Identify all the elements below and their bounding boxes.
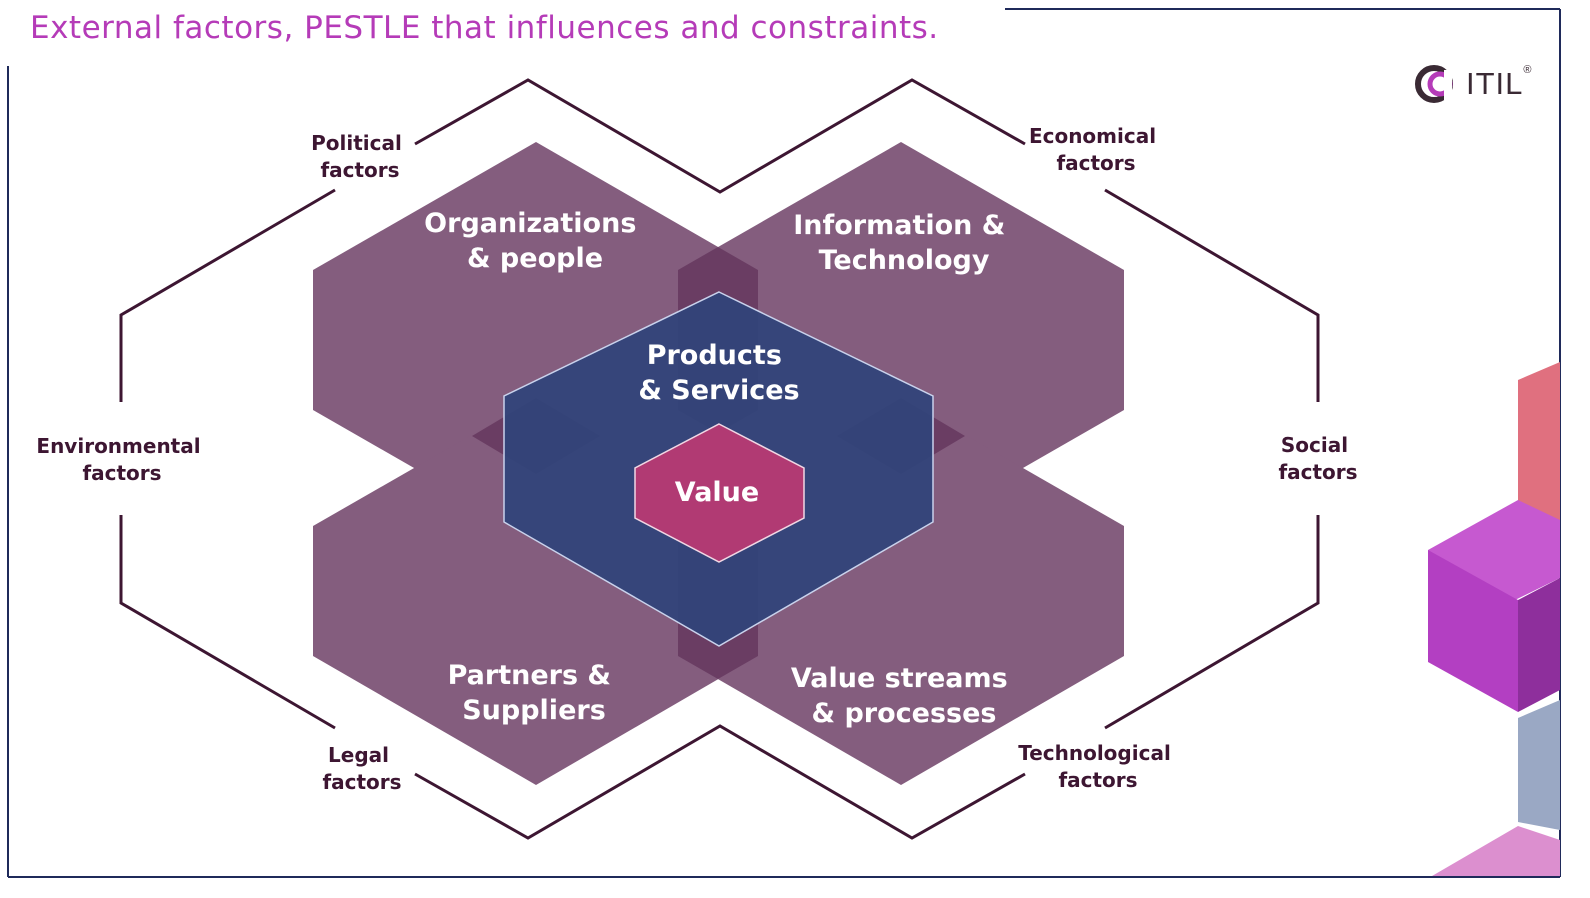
cube-right-magenta <box>1518 578 1560 712</box>
outline-upper-right <box>1104 188 1320 402</box>
environmental-factors-label: Environmental factors <box>36 434 207 485</box>
value-label: Value <box>675 477 759 508</box>
itil-wordmark: ITIL® <box>1466 64 1533 101</box>
information-technology-label: Information & Technology <box>793 210 1015 276</box>
decorative-cubes <box>1428 362 1560 876</box>
pestle-outline <box>119 78 1320 840</box>
outline-lower-right <box>1104 515 1320 730</box>
technological-factors-label: Technological factors <box>1018 741 1178 792</box>
cube-face-grey <box>1518 700 1560 830</box>
economical-factors-label: Economical factors <box>1029 124 1163 175</box>
outline-bottom <box>414 724 1026 840</box>
social-factors-label: Social factors <box>1278 433 1357 484</box>
cube-face-light-pink <box>1432 826 1560 876</box>
organizations-people-label: Organizations & people <box>424 208 646 274</box>
factor-labels: Political factors Economical factors Env… <box>36 124 1357 794</box>
slide-title: External factors, PESTLE that influences… <box>30 10 939 46</box>
itil-swirl-icon <box>1415 65 1453 103</box>
hexagon-value <box>634 423 805 563</box>
itil-logo: ITIL® <box>1414 62 1533 106</box>
outline-upper-left <box>119 188 336 402</box>
partners-suppliers-label: Partners & Suppliers <box>448 660 621 726</box>
outline-lower-left <box>119 515 336 730</box>
political-factors-label: Political factors <box>311 131 409 182</box>
registered-mark: ® <box>1523 64 1533 76</box>
cube-left-magenta <box>1428 550 1518 712</box>
legal-factors-label: Legal factors <box>322 743 401 794</box>
outline-top <box>414 78 1026 194</box>
cube-face-pink <box>1518 362 1560 525</box>
dimension-labels: Organizations & people Information & Tec… <box>424 208 1017 729</box>
value-streams-processes-label: Value streams & processes <box>791 663 1017 729</box>
products-services-label: Products & Services <box>638 340 799 406</box>
